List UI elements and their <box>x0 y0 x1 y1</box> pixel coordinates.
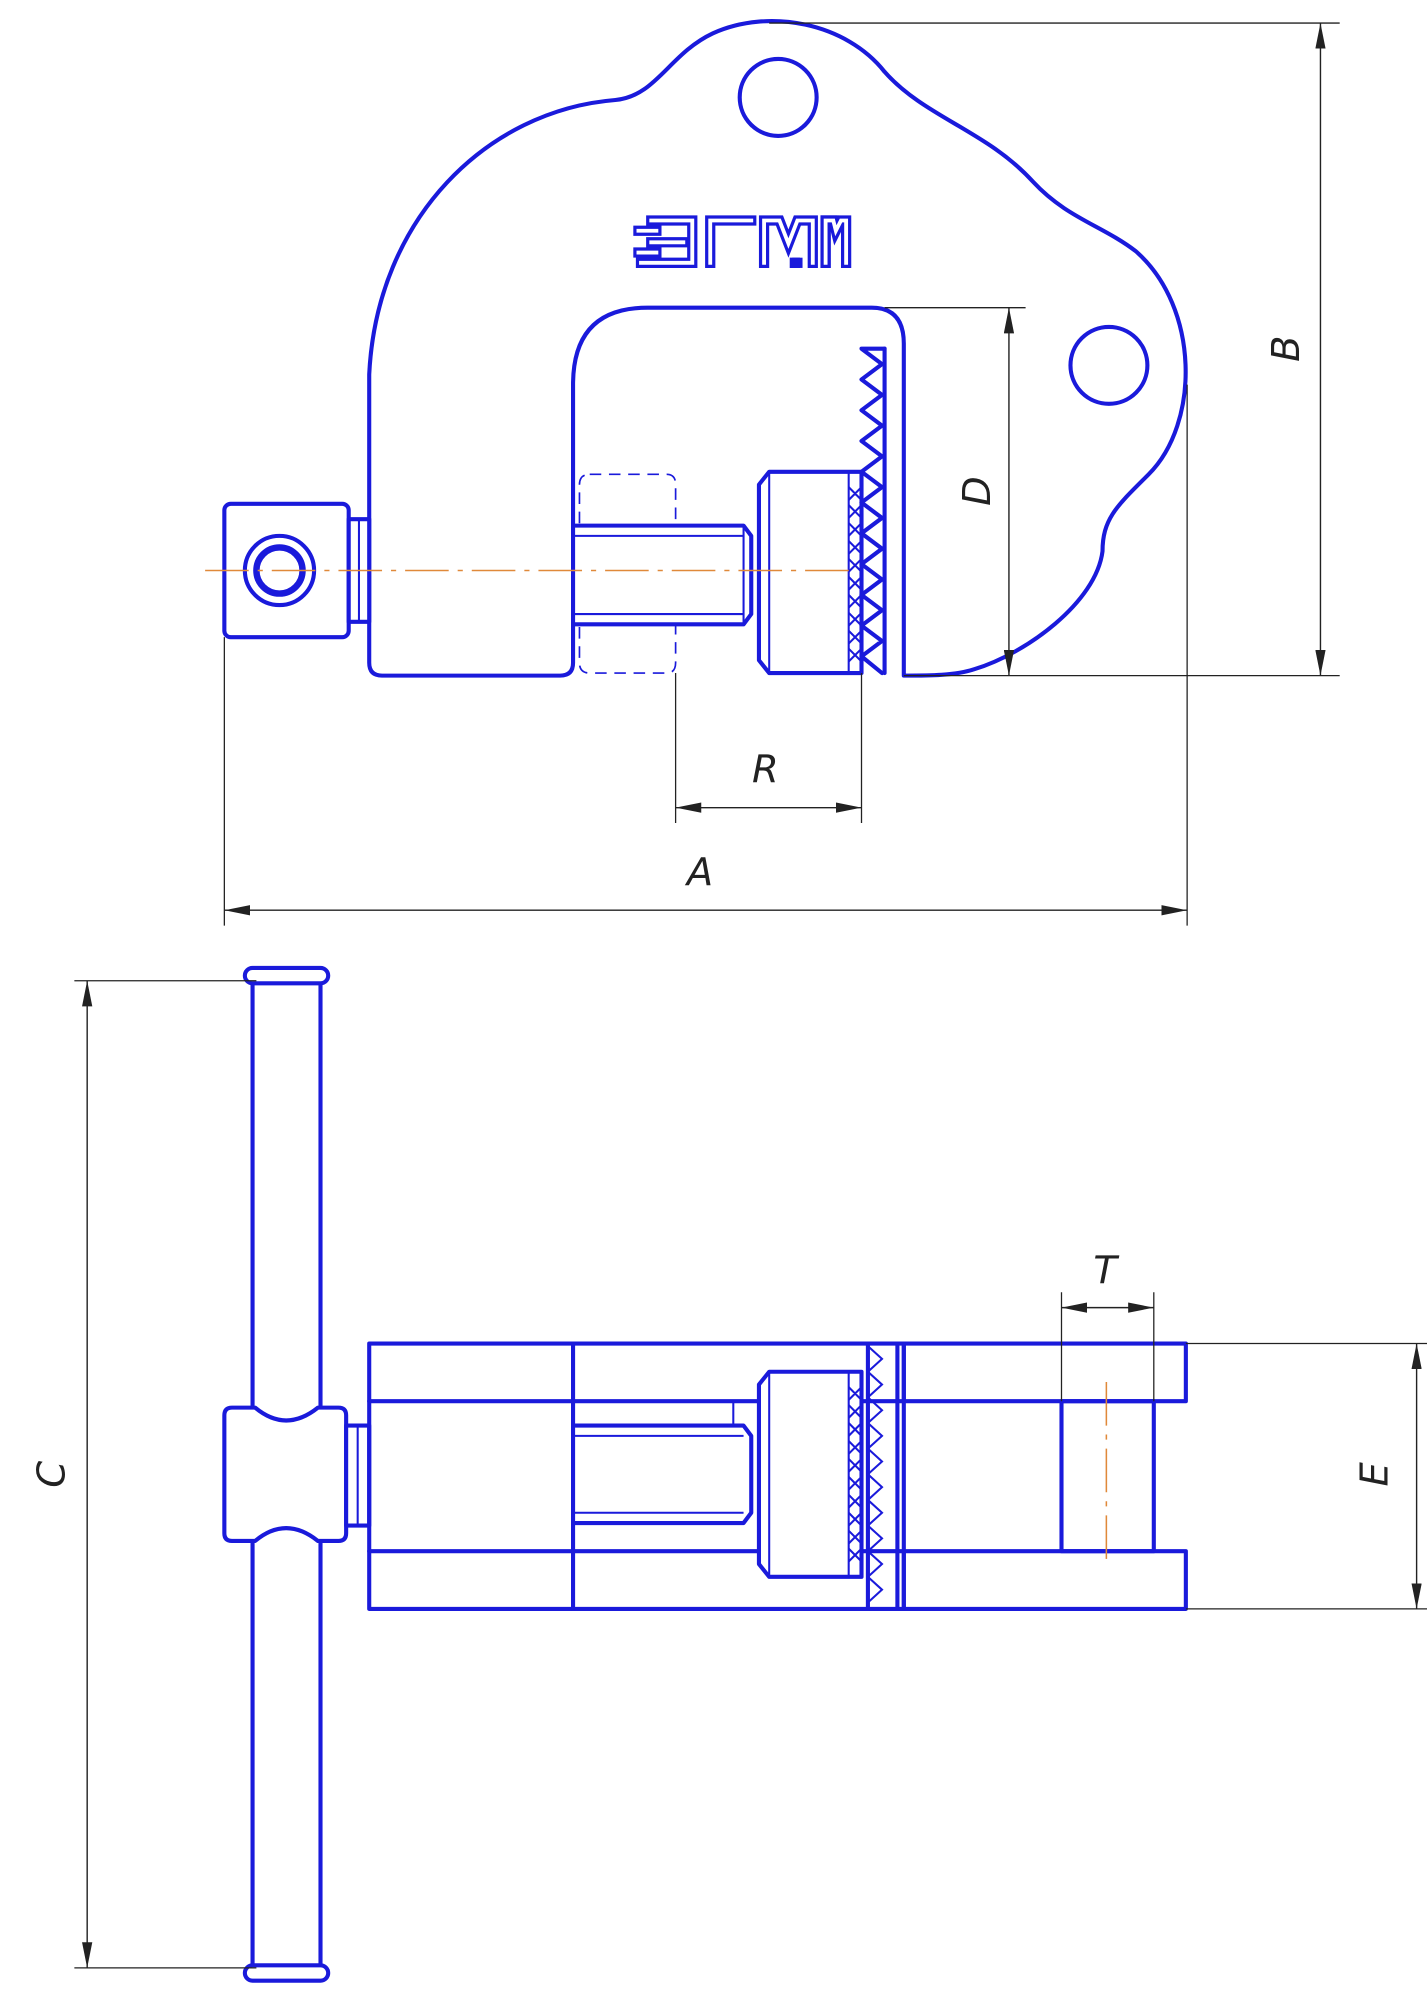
dimension-label-t: T <box>1093 1249 1119 1294</box>
front-extension-lines <box>223 22 1340 926</box>
retracted-pad-hidden-outline <box>578 473 677 674</box>
top-lifting-hole <box>737 56 819 138</box>
dimension-label-c: C <box>29 1461 74 1488</box>
dimension-label-e: E <box>1352 1461 1397 1486</box>
serrated-jaw-side <box>865 1341 900 1611</box>
pressure-pad <box>756 469 864 676</box>
brand-logo <box>633 215 852 268</box>
clamp-body-outline <box>367 19 1188 678</box>
front-view: B D R A <box>205 19 1340 926</box>
dimension-label-d: D <box>955 476 1000 506</box>
dimension-label-r: R <box>752 747 779 792</box>
clamp-pin <box>1059 1399 1156 1554</box>
clamping-screw <box>571 523 754 627</box>
serrated-jaw <box>859 346 887 676</box>
pressure-pad-side <box>756 1369 864 1579</box>
clamping-screw-side <box>571 1401 754 1526</box>
dimension-label-b: B <box>1264 336 1309 362</box>
side-view: C E T <box>29 965 1427 1983</box>
side-lifting-hole <box>1068 324 1150 406</box>
handle-hub <box>222 1405 349 1544</box>
dimension-label-a: A <box>684 850 713 895</box>
